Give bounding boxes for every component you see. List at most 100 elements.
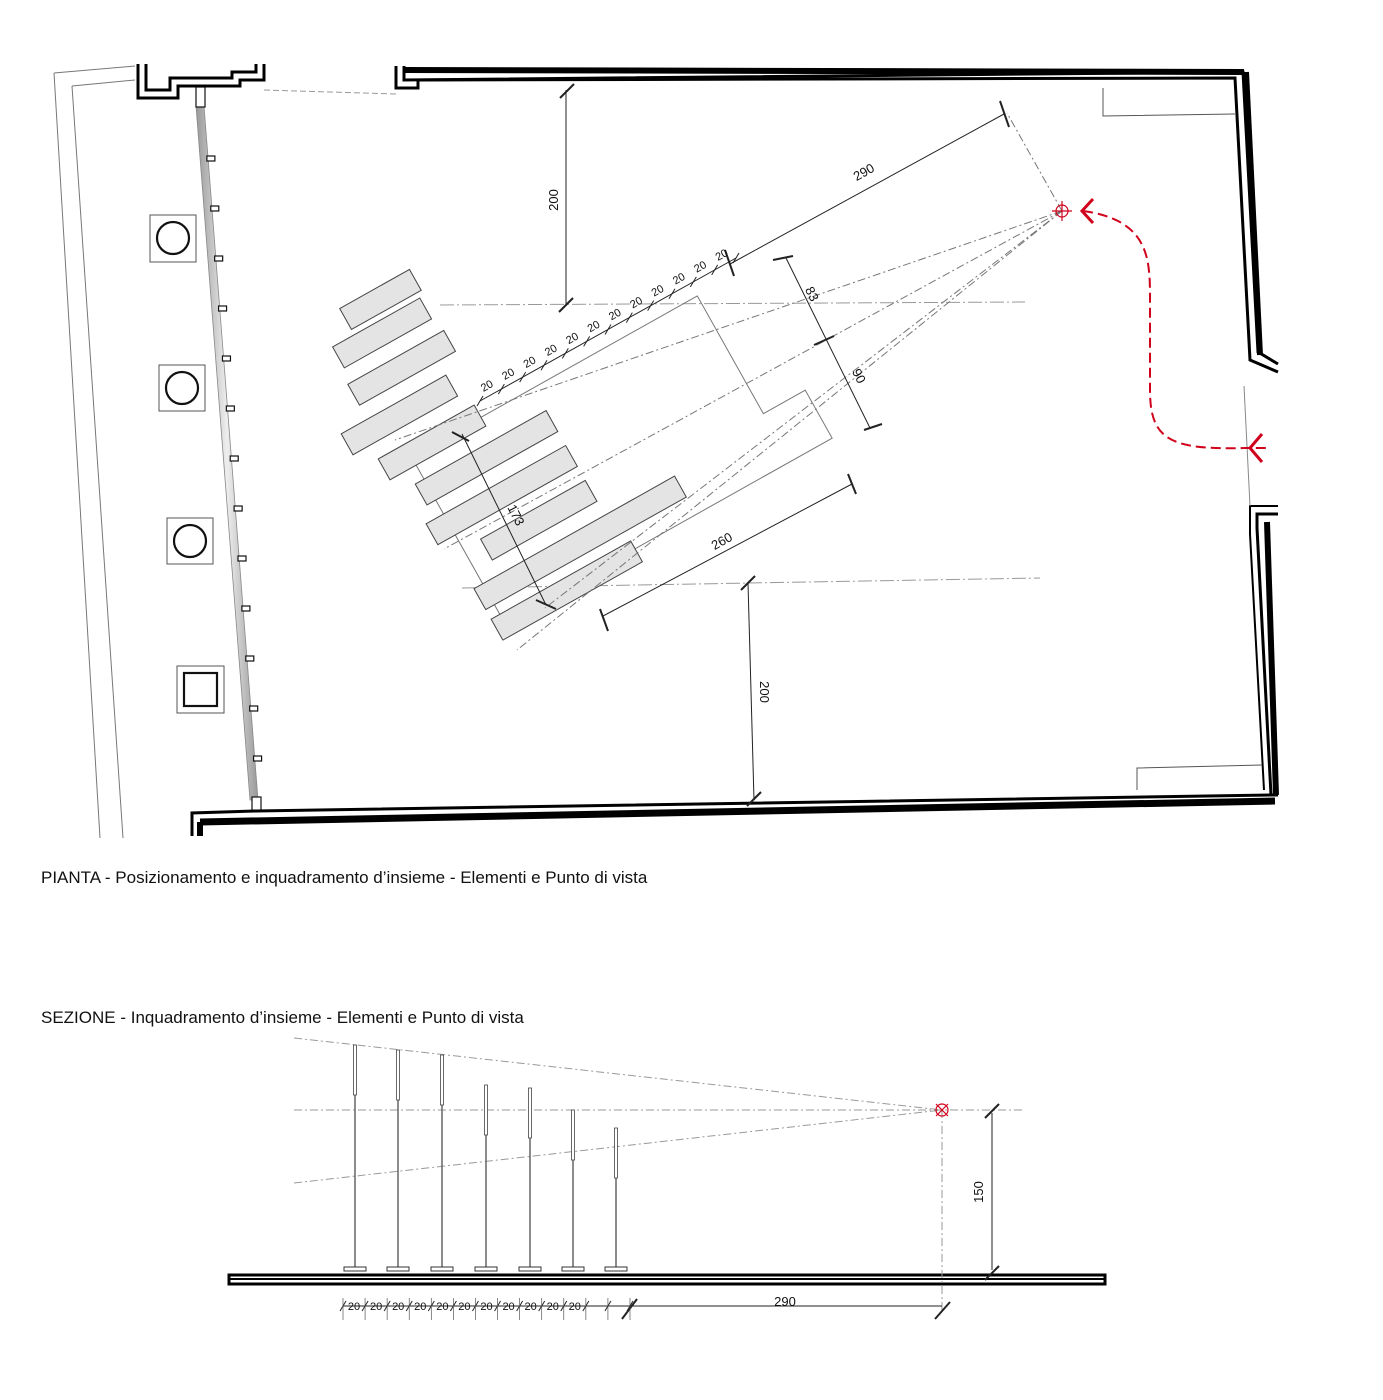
column-4-square bbox=[182, 671, 219, 708]
section-dim-eye-height: 150 bbox=[971, 1181, 986, 1203]
window-mullion bbox=[229, 455, 239, 462]
plan-chain-tick bbox=[476, 395, 484, 407]
plan-chain-tick bbox=[604, 324, 612, 335]
facade-outline bbox=[53, 65, 136, 839]
window-mullion bbox=[237, 555, 247, 562]
plan-panel bbox=[473, 475, 687, 611]
section-sight-lines bbox=[293, 1037, 1025, 1310]
section-module-label: 20 bbox=[458, 1301, 470, 1313]
plan-module-label: 20 bbox=[650, 283, 667, 299]
plan-module-label: 20 bbox=[586, 319, 603, 335]
section-viewpoint-marker bbox=[935, 1103, 949, 1117]
section-module-label: 20 bbox=[392, 1301, 404, 1313]
section-module-label: 20 bbox=[414, 1301, 426, 1313]
window-mullion bbox=[210, 205, 220, 212]
installation-footprint bbox=[331, 268, 833, 641]
section-panel bbox=[571, 1109, 575, 1161]
section-module-label: 20 bbox=[480, 1301, 492, 1313]
section-panel bbox=[484, 1084, 488, 1136]
section-panel bbox=[353, 1044, 357, 1096]
window-mullion bbox=[241, 605, 251, 612]
path-arrow-upper-icon bbox=[1079, 197, 1095, 225]
section-module-label: 20 bbox=[547, 1301, 559, 1313]
window-mullion bbox=[217, 305, 228, 312]
plan-panel bbox=[347, 329, 457, 406]
section-base bbox=[474, 1266, 498, 1272]
window-mullion bbox=[206, 155, 216, 162]
dimension-labels: 200 200 290 83 90 173 260 20202020202020… bbox=[479, 160, 877, 703]
plan-panel bbox=[340, 374, 459, 456]
window-mullion bbox=[252, 755, 263, 762]
plan-panel bbox=[490, 540, 644, 641]
section-module-label: 20 bbox=[436, 1301, 448, 1313]
path-arrow-lower-icon bbox=[1248, 433, 1264, 463]
section-panel bbox=[614, 1127, 618, 1179]
window-mullion bbox=[214, 255, 224, 262]
plan-panel bbox=[425, 444, 579, 546]
dim-length: 260 bbox=[709, 529, 735, 553]
section-panel bbox=[528, 1087, 532, 1139]
plan-chain-tick bbox=[711, 264, 719, 276]
column-1-circle bbox=[155, 220, 191, 256]
walls bbox=[136, 64, 1279, 836]
dim-front-spacing: 200 bbox=[546, 189, 561, 211]
plan-panel bbox=[331, 297, 433, 369]
section-dimensions bbox=[339, 1103, 1000, 1320]
plan-module-label: 20 bbox=[607, 307, 624, 323]
viewpoint-marker bbox=[1052, 201, 1072, 221]
dimension-lines bbox=[451, 83, 1010, 807]
plan-chain-tick bbox=[668, 288, 676, 300]
section-dim-view-distance: 290 bbox=[774, 1294, 796, 1309]
section-module-label: 20 bbox=[525, 1301, 537, 1313]
section-module-label: 20 bbox=[569, 1301, 581, 1313]
window-mullion bbox=[233, 505, 243, 512]
window-mullion bbox=[221, 355, 232, 362]
section-base bbox=[386, 1266, 410, 1272]
plan-module-label: 20 bbox=[500, 366, 517, 382]
view-cone bbox=[394, 112, 1063, 651]
plan-module-label: 20 bbox=[628, 295, 645, 311]
plan-chain-tick bbox=[625, 312, 633, 323]
visitor-path bbox=[1079, 197, 1270, 463]
plan-caption: PIANTA - Posizionamento e inquadramento … bbox=[41, 868, 648, 887]
plan-drawing: 200 200 290 83 90 173 260 20202020202020… bbox=[53, 64, 1279, 839]
section-base bbox=[561, 1266, 585, 1272]
plan-module-label: 20 bbox=[692, 259, 709, 275]
plan-chain-tick bbox=[540, 359, 548, 371]
dim-view-distance: 290 bbox=[851, 160, 877, 184]
section-panel bbox=[440, 1054, 444, 1106]
plan-module-label: 20 bbox=[543, 342, 560, 358]
section-module-label: 20 bbox=[370, 1301, 382, 1313]
section-caption: SEZIONE - Inquadramento d’insieme - Elem… bbox=[41, 1008, 524, 1027]
plan-chain-tick bbox=[497, 383, 505, 395]
plan-module-label: 20 bbox=[714, 247, 731, 263]
column-3-circle bbox=[172, 523, 208, 559]
section-base bbox=[518, 1266, 542, 1272]
window-mullion bbox=[245, 655, 255, 662]
section-posts bbox=[343, 1044, 628, 1272]
plan-panel bbox=[339, 268, 422, 331]
dim-depth-a: 83 bbox=[802, 284, 822, 304]
plan-chain-tick bbox=[689, 276, 697, 288]
plan-panel bbox=[414, 409, 559, 506]
window-mullion bbox=[249, 705, 259, 712]
section-base bbox=[343, 1266, 367, 1272]
plan-panel bbox=[479, 479, 598, 561]
plan-module-label: 20 bbox=[564, 331, 581, 347]
plan-chain-tick bbox=[583, 336, 591, 347]
plan-chain-tick bbox=[732, 252, 740, 264]
section-module-label: 20 bbox=[502, 1301, 514, 1313]
plan-chain-tick bbox=[647, 300, 655, 311]
plan-module-label: 20 bbox=[522, 354, 539, 370]
section-base bbox=[430, 1266, 454, 1272]
columns bbox=[149, 214, 225, 714]
plan-chain-tick bbox=[519, 371, 527, 383]
plan-module-label: 20 bbox=[671, 271, 688, 287]
section-viewpoint-icon bbox=[935, 1103, 949, 1117]
plan-chain-tick bbox=[561, 348, 569, 359]
plan-panel bbox=[377, 404, 487, 481]
plan-module-label: 20 bbox=[479, 378, 496, 394]
section-panel bbox=[396, 1049, 400, 1101]
